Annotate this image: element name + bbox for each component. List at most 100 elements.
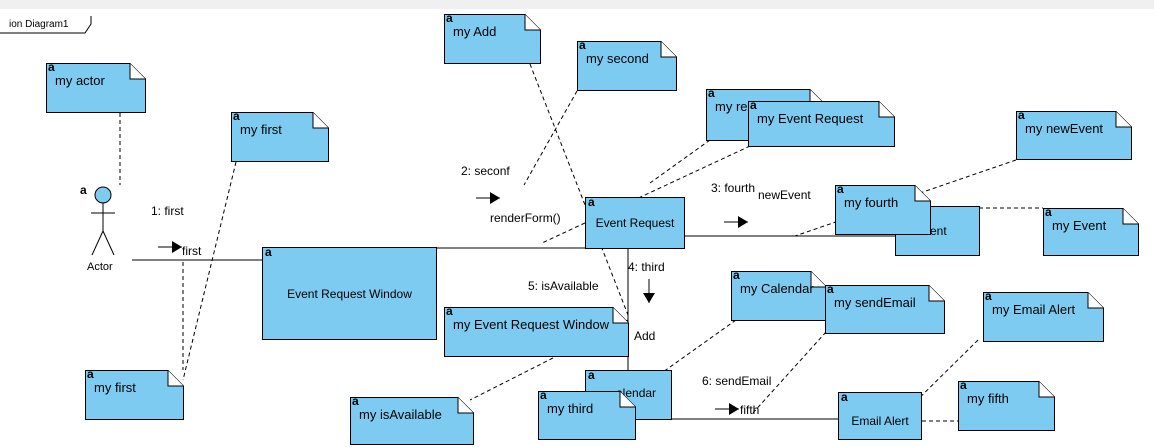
anchor-myadd	[529, 63, 629, 316]
actor-stick-figure-icon	[91, 186, 115, 256]
toolbar-strip	[0, 0, 1154, 9]
note-myactor[interactable]: a my actor	[46, 60, 146, 113]
note-myfirst1[interactable]: a my first	[231, 109, 329, 162]
stereotype-mark: a	[985, 289, 992, 303]
message-label-6b: fifth	[740, 403, 760, 417]
object-label: Email Alert	[851, 413, 909, 428]
note-myer[interactable]: a my Event Request	[748, 98, 895, 147]
object-event-request[interactable]: a Event Request	[585, 195, 685, 249]
note-label: my Calendar	[740, 281, 814, 296]
actor-label: Actor	[87, 261, 113, 273]
note-label: my first	[240, 122, 282, 137]
note-shape	[444, 307, 629, 357]
note-shape	[46, 63, 146, 113]
anchor-myfirst1	[182, 161, 237, 381]
note-mysendemail[interactable]: a my sendEmail	[825, 282, 945, 334]
note-shape	[231, 112, 329, 162]
note-shape	[825, 285, 945, 334]
stereotype-mark: a	[352, 394, 359, 408]
note-myadd[interactable]: a my Add	[444, 11, 541, 64]
note-shape	[444, 14, 541, 64]
message-arrow-3	[724, 216, 748, 228]
note-myemailalert[interactable]: a my Email Alert	[983, 289, 1104, 342]
stereotype-mark: a	[48, 60, 55, 74]
message-label-3: 3: fourth	[711, 181, 756, 195]
note-mynewevent[interactable]: a my newEvent	[1016, 109, 1132, 160]
note-label: my Event Request Window	[453, 317, 610, 332]
message-label-5: 5: isAvailable	[528, 279, 599, 293]
note-shape	[958, 381, 1055, 431]
stereotype-mark: a	[750, 98, 757, 112]
stereotype-mark: a	[960, 378, 967, 392]
diagram-tab[interactable]: ion Diagram1	[0, 16, 92, 34]
stereotype-mark: a	[87, 367, 94, 381]
message-arrow-1	[158, 241, 182, 253]
stereotype-mark: a	[588, 195, 595, 209]
anchor-myer	[541, 145, 751, 244]
stereotype-mark: a	[837, 182, 844, 196]
anchor-mysecond	[523, 90, 578, 186]
stereotype-mark: a	[540, 388, 547, 402]
object-email-alert[interactable]: a Email Alert	[838, 390, 922, 440]
actor[interactable]: a Actor	[80, 183, 129, 277]
note-label: my Event Request	[757, 111, 864, 126]
note-myisavailable[interactable]: a my isAvailable	[350, 394, 474, 445]
message-label-6: 6: sendEmail	[702, 374, 772, 388]
tab-outline	[0, 16, 92, 34]
note-shape	[577, 41, 677, 91]
note-shape	[1016, 111, 1132, 160]
object-label: alendar	[616, 385, 657, 400]
anchor-mynewevent	[794, 159, 1017, 237]
message-label-4b: Add	[634, 329, 656, 343]
diagram-tab-title: ion Diagram1	[9, 19, 69, 30]
note-mythird[interactable]: a my third	[538, 388, 636, 440]
stereotype-mark: a	[733, 268, 740, 282]
note-shape	[85, 370, 184, 420]
message-arrow-4	[643, 279, 655, 303]
stereotype-mark: a	[827, 282, 834, 296]
note-shape	[1043, 208, 1139, 256]
stereotype-mark: a	[265, 245, 272, 259]
note-shape	[748, 101, 895, 147]
note-label: my first	[94, 380, 136, 395]
stereotype-mark: a	[588, 368, 595, 382]
note-label: my third	[547, 401, 594, 416]
message-arrow-6	[715, 403, 739, 415]
stereotype-mark: a	[841, 390, 848, 404]
actor-stereotype-mark: a	[80, 183, 87, 197]
note-myfirst2[interactable]: a my first	[85, 367, 184, 420]
note-myfifth[interactable]: a my fifth	[958, 378, 1055, 431]
note-label: my Event	[1052, 218, 1107, 233]
anchor-mysendemail	[751, 331, 827, 415]
object-label: rent	[926, 224, 947, 238]
stereotype-mark: a	[579, 38, 586, 52]
note-shape	[731, 271, 827, 321]
note-myfourth[interactable]: a my fourth	[835, 182, 931, 235]
note-mycalendar[interactable]: a my Calendar	[731, 268, 827, 321]
stereotype-mark: a	[446, 11, 453, 25]
anchor-myrere	[649, 139, 711, 184]
note-myerw[interactable]: a my Event Request Window	[444, 305, 629, 357]
note-label: my Add	[453, 24, 497, 39]
note-label: my sendEmail	[834, 295, 916, 310]
note-mysecond[interactable]: a my second	[577, 38, 677, 91]
note-label: my second	[586, 51, 649, 66]
message-label-1b: first	[182, 244, 202, 258]
message-arrow-2	[476, 192, 500, 204]
note-shape	[538, 391, 636, 440]
message-label-4: 4: third	[628, 260, 665, 274]
object-event-request-window[interactable]: a Event Request Window	[262, 245, 437, 340]
stereotype-mark: a	[1045, 205, 1052, 219]
note-label: my isAvailable	[359, 407, 442, 422]
note-shape	[350, 397, 474, 445]
note-label: my fifth	[967, 391, 1009, 406]
stereotype-mark: a	[708, 86, 715, 100]
message-label-2b: renderForm()	[490, 211, 561, 225]
anchor-mycalendar	[662, 319, 737, 373]
note-myevent[interactable]: a my Event	[1043, 205, 1139, 256]
note-label: my newEvent	[1025, 121, 1104, 136]
stereotype-mark: a	[233, 109, 240, 123]
message-label-3b: newEvent	[758, 188, 811, 202]
note-label: my re	[715, 99, 748, 114]
note-shape	[835, 185, 931, 235]
